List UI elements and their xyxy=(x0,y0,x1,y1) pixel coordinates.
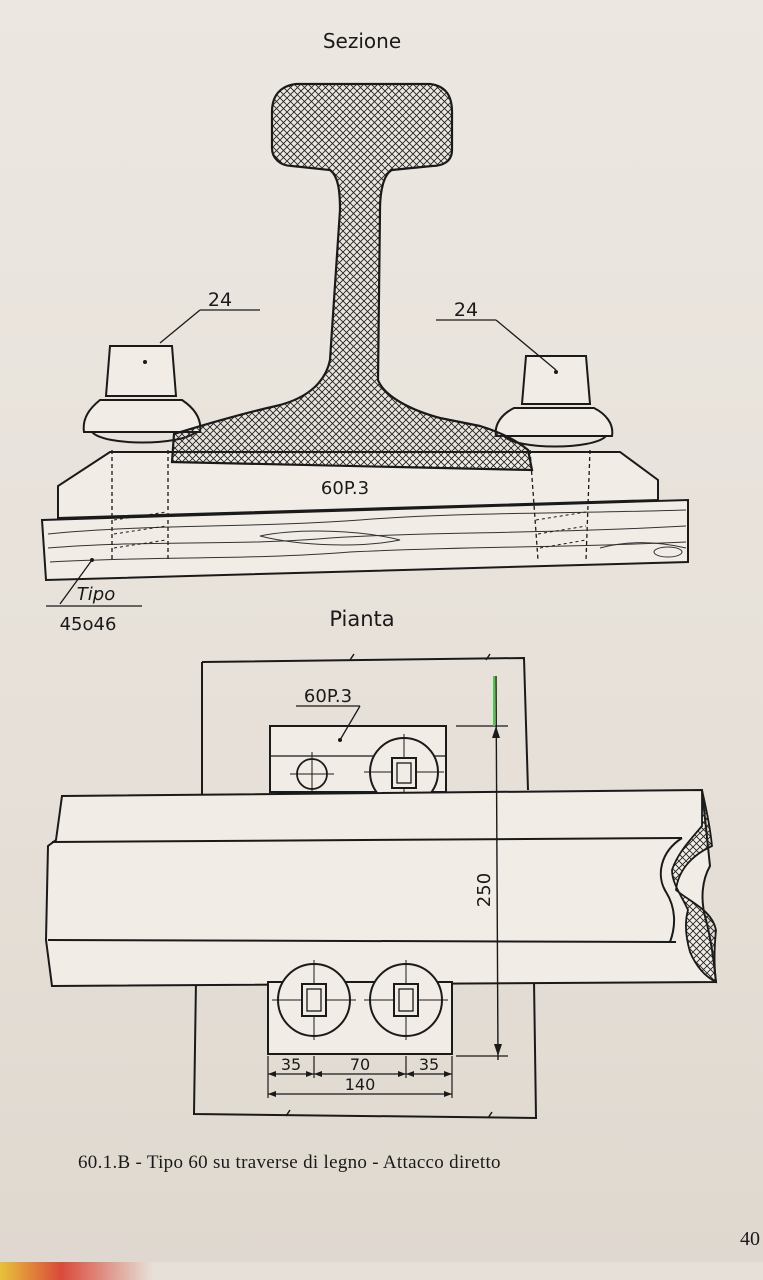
sleeper-type-leader xyxy=(46,558,142,607)
sleeper-type-value: 45o46 xyxy=(60,614,117,635)
dimension-35-right: 35 xyxy=(419,1055,439,1074)
plan-plate-label: 60P.3 xyxy=(304,686,352,707)
plan-base-plate-top xyxy=(269,705,447,810)
right-bolt-label: 24 xyxy=(454,299,478,321)
plan-title: Pianta xyxy=(329,607,394,631)
dimension-250: 250 xyxy=(474,873,495,907)
dimension-35-left: 35 xyxy=(281,1055,301,1074)
plan-rail xyxy=(44,788,718,988)
rail-type-label: 60P.3 xyxy=(321,478,369,499)
dimension-140: 140 xyxy=(345,1075,376,1094)
sleeper-type-label: Tipo xyxy=(77,584,115,605)
page-number: 40 xyxy=(740,1228,760,1250)
vertical-dimension xyxy=(456,675,508,1061)
colored-edge-strip xyxy=(0,1262,763,1280)
plan-sleeper xyxy=(192,653,538,1120)
right-coach-screw xyxy=(436,319,614,561)
horizontal-dimensions xyxy=(267,1056,453,1098)
section-title: Sezione xyxy=(323,29,401,53)
left-coach-screw xyxy=(82,309,260,560)
plan-base-plate-bottom xyxy=(267,960,453,1055)
wooden-sleeper xyxy=(40,498,689,582)
rail-cross-section xyxy=(170,82,534,472)
dimension-70: 70 xyxy=(350,1055,370,1074)
left-bolt-label: 24 xyxy=(208,289,232,311)
figure-caption: 60.1.B - Tipo 60 su traverse di legno - … xyxy=(78,1152,501,1173)
